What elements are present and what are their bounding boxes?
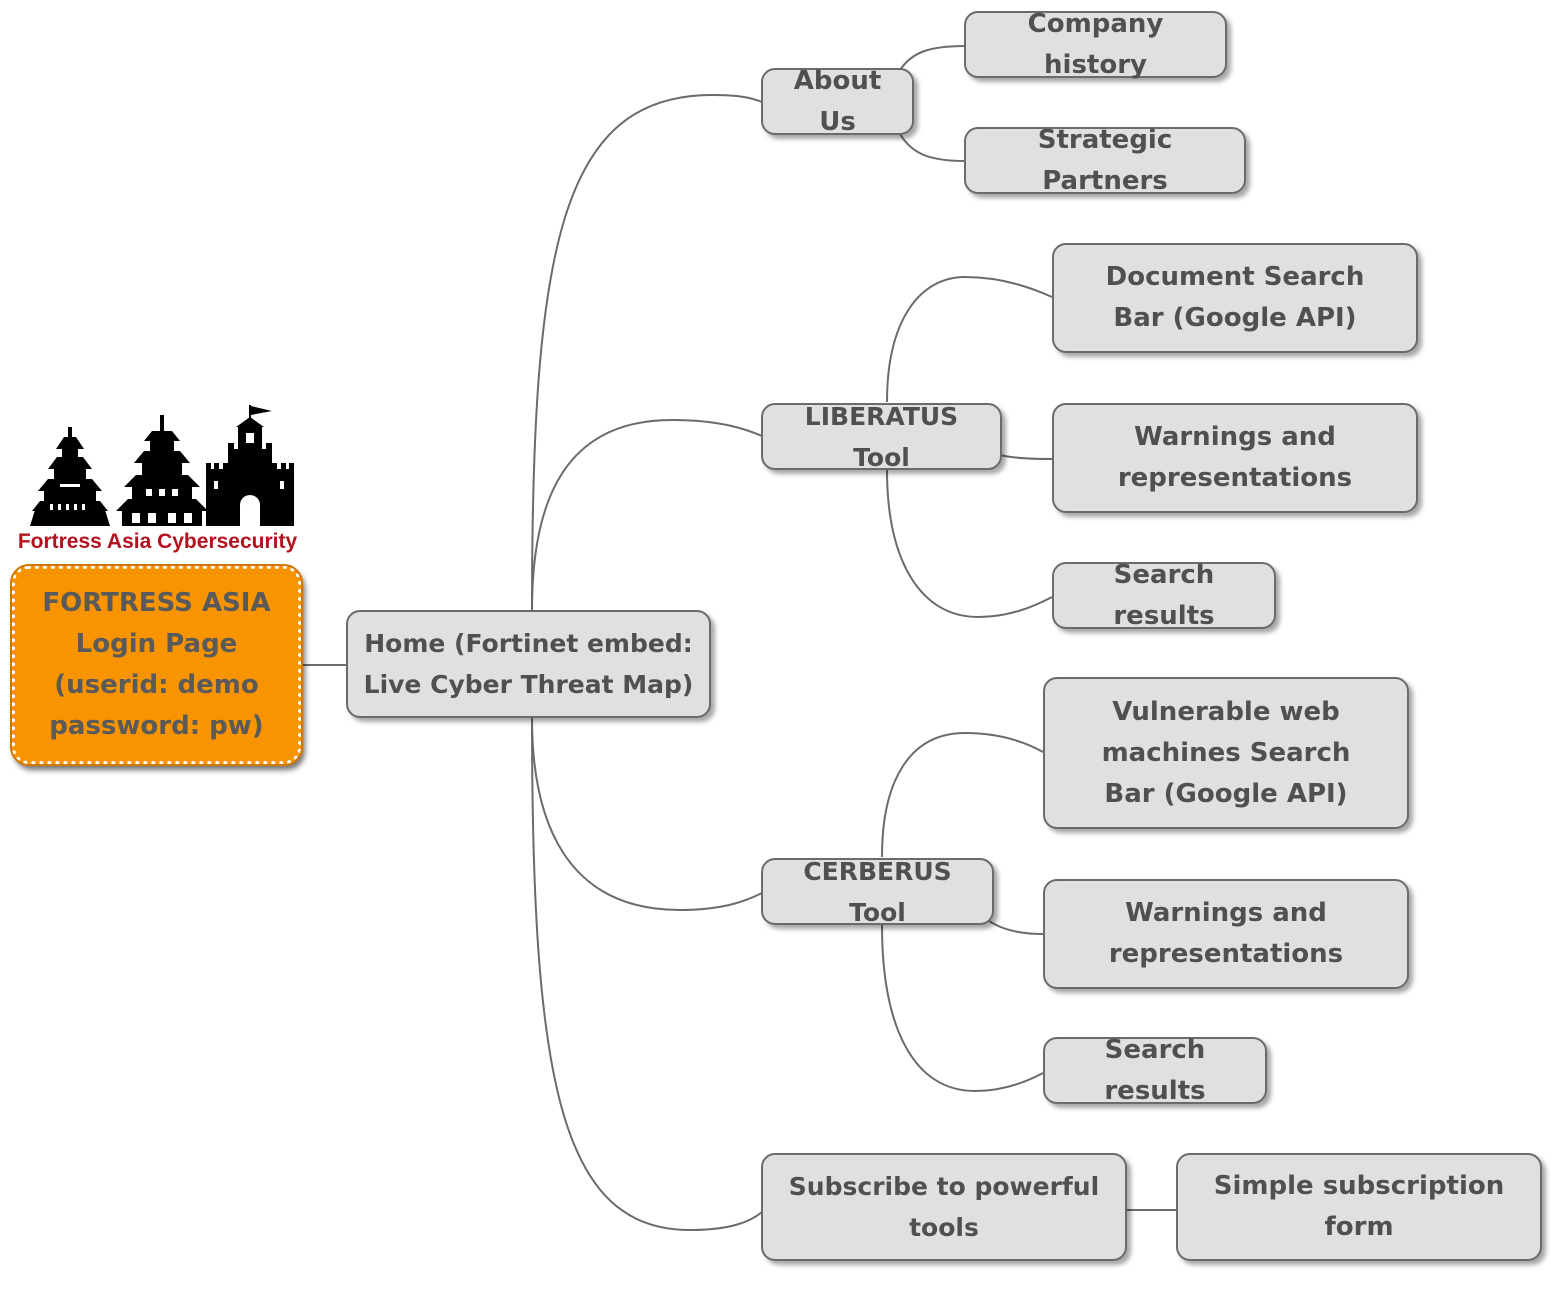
edge-about-partners	[899, 133, 966, 162]
subscription-form-node[interactable]: Simple subscription form	[1176, 1153, 1542, 1261]
company-history-node[interactable]: Company history	[964, 9, 1227, 80]
edge-lib-docsearch	[886, 275, 1053, 403]
fortress-logo	[30, 405, 294, 526]
strategic-partners-node[interactable]: Strategic Partners	[964, 125, 1246, 196]
edge-cer-vulnsearch	[881, 731, 1044, 858]
edge-home-subscribe	[531, 717, 763, 1232]
subscribe-node[interactable]: Subscribe to powerful tools	[761, 1153, 1127, 1261]
pagoda-icon	[116, 415, 208, 526]
edge-home-cerberus	[531, 717, 763, 912]
cerberus-vulnerable-search-node[interactable]: Vulnerable web machines Search Bar (Goog…	[1043, 677, 1409, 829]
about-us-node[interactable]: About Us	[761, 66, 914, 137]
logo-caption: Fortress Asia Cybersecurity	[17, 530, 298, 553]
home-node[interactable]: Home (Fortinet embed: Live Cyber Threat …	[346, 610, 711, 718]
edge-home-liberatus	[531, 418, 763, 611]
japanese-castle-icon	[30, 427, 110, 526]
liberatus-warnings-node[interactable]: Warnings and representations	[1052, 403, 1418, 513]
cerberus-warnings-node[interactable]: Warnings and representations	[1043, 879, 1409, 989]
liberatus-document-search-node[interactable]: Document Search Bar (Google API)	[1052, 243, 1418, 353]
edge-lib-results	[886, 469, 1053, 619]
edge-cer-warnings	[984, 917, 1044, 935]
cerberus-search-results-node[interactable]: Search results	[1043, 1035, 1267, 1106]
edge-about-history	[899, 45, 966, 71]
liberatus-tool-node[interactable]: LIBERATUS Tool	[761, 402, 1002, 472]
european-castle-icon	[206, 405, 294, 526]
edge-lib-warnings	[999, 454, 1053, 460]
edge-cer-results	[881, 924, 1044, 1093]
cerberus-tool-node[interactable]: CERBERUS Tool	[761, 857, 994, 927]
liberatus-search-results-node[interactable]: Search results	[1052, 560, 1276, 631]
root-login-node[interactable]: FORTRESS ASIA Login Page (userid: demo p…	[10, 564, 303, 766]
edge-home-about	[531, 93, 763, 611]
